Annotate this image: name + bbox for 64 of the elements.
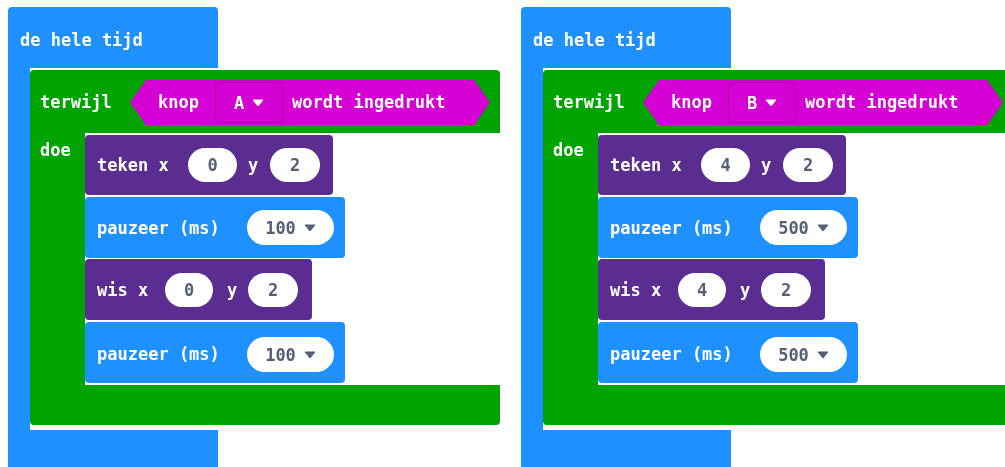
field-value: 4 <box>720 155 731 175</box>
statement-block <box>598 322 858 383</box>
field-value: B <box>746 92 758 113</box>
while-block <box>543 70 1005 425</box>
field-value: 500 <box>778 344 809 365</box>
number-field <box>678 273 726 307</box>
block-label: y <box>248 155 259 175</box>
loop-block <box>521 7 731 467</box>
block-label: pauzeer (ms) <box>97 218 220 238</box>
field-value: 100 <box>265 217 296 238</box>
dropdown-field <box>760 210 847 245</box>
block-label: pauzeer (ms) <box>97 344 220 364</box>
loop-block <box>8 7 218 467</box>
number-field <box>165 273 213 307</box>
number-field <box>188 148 237 182</box>
statement-block <box>85 259 312 320</box>
field-value: 0 <box>183 280 195 300</box>
field-value: 2 <box>289 155 301 175</box>
field-value: 500 <box>778 217 809 238</box>
dropdown-field <box>728 82 796 123</box>
dropdown-field <box>247 337 334 372</box>
block-label: knop <box>158 92 199 112</box>
number-field <box>270 148 320 182</box>
field-value: 2 <box>802 155 814 175</box>
block-label: y <box>761 155 772 175</box>
statement-block <box>598 259 825 320</box>
block-label: wis x <box>97 280 149 300</box>
block-label: wordt ingedrukt <box>805 92 959 112</box>
field-value: 4 <box>696 280 708 300</box>
condition-block <box>643 80 1003 125</box>
block-label: pauzeer (ms) <box>610 344 733 364</box>
condition-block <box>130 80 490 125</box>
number-field <box>761 273 811 307</box>
statement-block <box>85 322 345 383</box>
block-label: doe <box>553 140 584 160</box>
statement-block <box>598 197 858 258</box>
block-label: wis x <box>610 280 662 300</box>
number-field <box>783 148 833 182</box>
field-value: 100 <box>265 344 296 365</box>
block-label: knop <box>671 92 712 112</box>
statement-block <box>85 135 333 195</box>
dropdown-field <box>760 337 847 372</box>
field-value: 0 <box>207 155 218 175</box>
block-label: terwijl <box>553 92 625 112</box>
block-label: terwijl <box>40 92 112 112</box>
number-field <box>701 148 750 182</box>
block-label: teken x <box>97 155 169 175</box>
block-label: doe <box>40 140 71 160</box>
number-field <box>248 273 298 307</box>
field-value: A <box>233 92 245 113</box>
field-value: 2 <box>780 280 792 300</box>
block-label: pauzeer (ms) <box>610 218 733 238</box>
block-label: de hele tijd <box>533 30 656 50</box>
dropdown-field <box>215 82 283 123</box>
statement-block <box>598 135 846 195</box>
block-label: y <box>740 280 751 300</box>
block-label: teken x <box>610 155 682 175</box>
block-label: wordt ingedrukt <box>292 92 446 112</box>
field-value: 2 <box>267 280 279 300</box>
block-label: de hele tijd <box>20 30 143 50</box>
block-label: y <box>227 280 238 300</box>
statement-block <box>85 197 345 258</box>
while-block <box>30 70 500 425</box>
dropdown-field <box>247 210 334 245</box>
